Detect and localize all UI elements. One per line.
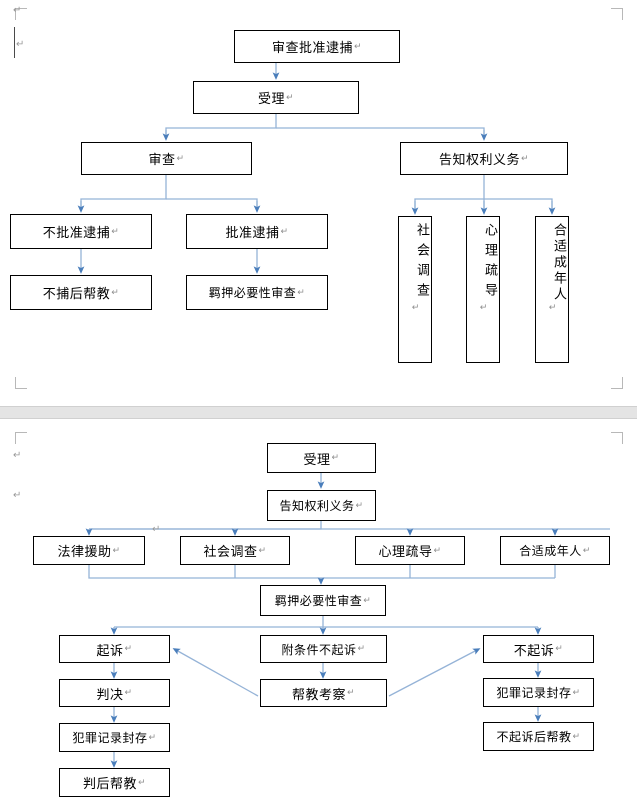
flow-node-jiyabiyaoxingshencha[interactable]: 羁押必要性审查 ↵ <box>186 275 328 310</box>
flow-node-bubuhoubangjiao[interactable]: 不捕后帮教 ↵ <box>10 275 152 310</box>
flow-node-heshichengnianren-p2[interactable]: 合适成年人 ↵ <box>500 536 610 565</box>
flow-node-shouli-p2[interactable]: 受理 ↵ <box>267 443 376 473</box>
paragraph-mark: ↵ <box>346 688 356 698</box>
document-page-1: ↵ ↵ 审查批准逮捕 ↵ 受理 ↵ 审查 ↵ 告知权利义务 ↵ 不批准逮捕 ↵ … <box>10 5 623 389</box>
node-label: 合适成年人 <box>551 223 566 303</box>
node-label: 社会调查 <box>414 223 429 303</box>
node-label: 羁押必要性审查 <box>208 286 297 300</box>
paragraph-mark: ↵ <box>520 153 530 164</box>
node-label: 帮教考察 <box>291 687 346 703</box>
paragraph-mark: ↵ <box>555 644 564 654</box>
flow-node-shehuidiaocha-p2[interactable]: 社会调查 ↵ <box>180 536 290 565</box>
flow-node-shouli[interactable]: 受理 ↵ <box>193 81 359 114</box>
node-label: 不起诉后帮教 <box>496 730 572 744</box>
flow-node-fanzuijilufengcun-left[interactable]: 犯罪记录封存 ↵ <box>59 723 170 752</box>
flow-node-fanzuijilufengcun-right[interactable]: 犯罪记录封存 ↵ <box>483 678 594 707</box>
paragraph-mark: ↵ <box>363 595 372 606</box>
crop-mark-top-left <box>15 8 27 20</box>
flow-node-panjue[interactable]: 判决 ↵ <box>59 679 170 707</box>
paragraph-mark: ↵ <box>13 490 22 501</box>
flow-node-heshichengnianren-vertical[interactable]: 合适成年人 ↵ <box>535 216 569 363</box>
node-label: 受理 <box>303 452 331 468</box>
paragraph-mark: ↵ <box>13 5 22 16</box>
node-label: 审查批准逮捕 <box>271 41 353 56</box>
node-label: 心理疏导 <box>482 223 497 303</box>
flow-node-xinlishudao-p2[interactable]: 心理疏导 ↵ <box>355 536 465 565</box>
node-label: 判决 <box>96 687 124 703</box>
paragraph-mark: ↵ <box>152 524 161 535</box>
flow-node-shehuidiaocha-vertical[interactable]: 社会调查 ↵ <box>398 216 432 363</box>
node-label: 起诉 <box>96 643 124 659</box>
node-label: 判后帮教 <box>82 777 137 792</box>
node-label: 不捕后帮教 <box>42 287 111 302</box>
node-label: 犯罪记录封存 <box>496 686 572 700</box>
paragraph-mark: ↵ <box>478 303 489 313</box>
paragraph-mark: ↵ <box>357 644 366 654</box>
paragraph-mark: ↵ <box>124 644 133 654</box>
paragraph-mark: ↵ <box>572 731 581 742</box>
flow-node-shencha[interactable]: 审查 ↵ <box>81 142 252 175</box>
flow-node-gaozhiquanliyiwu[interactable]: 告知权利义务 ↵ <box>400 142 568 175</box>
page-break-separator <box>0 406 637 419</box>
flow-node-buqisuhoubangjiao[interactable]: 不起诉后帮教 ↵ <box>483 722 594 751</box>
flow-node-bupizhundaibu[interactable]: 不批准逮捕 ↵ <box>10 214 152 249</box>
node-label: 犯罪记录封存 <box>72 731 148 745</box>
node-label: 告知权利义务 <box>438 153 520 168</box>
node-label: 不批准逮捕 <box>42 226 111 241</box>
crop-mark-bottom-right <box>611 377 623 389</box>
flow-node-falvyuanzhu[interactable]: 法律援助 ↵ <box>33 536 145 565</box>
paragraph-mark: ↵ <box>331 453 340 463</box>
paragraph-mark: ↵ <box>285 92 295 103</box>
flow-node-futiaojianbuqisu[interactable]: 附条件不起诉 ↵ <box>260 635 387 663</box>
flow-node-gaozhiquanliyiwu-p2[interactable]: 告知权利义务 ↵ <box>267 490 376 521</box>
node-label: 社会调查 <box>203 545 258 560</box>
paragraph-mark: ↵ <box>258 545 267 556</box>
flow-node-xinlishudao-vertical[interactable]: 心理疏导 ↵ <box>466 216 500 363</box>
crop-mark-bottom-left <box>15 377 27 389</box>
crop-mark-top-right <box>611 432 623 444</box>
flow-node-shenchapizhundaibu[interactable]: 审查批准逮捕 ↵ <box>234 30 400 63</box>
paragraph-mark: ↵ <box>355 500 364 511</box>
node-label: 附条件不起诉 <box>281 642 357 657</box>
node-label: 心理疏导 <box>378 545 433 560</box>
flow-node-panhoubangjiao[interactable]: 判后帮教 ↵ <box>59 768 170 797</box>
flow-node-buqisu[interactable]: 不起诉 ↵ <box>483 635 594 663</box>
node-label: 羁押必要性审查 <box>274 594 363 608</box>
crop-mark-top-right <box>611 8 623 20</box>
paragraph-mark: ↵ <box>112 545 121 556</box>
flow-node-jiyabiyaoxingshencha-p2[interactable]: 羁押必要性审查 ↵ <box>260 585 386 616</box>
node-label: 告知权利义务 <box>279 499 355 513</box>
document-page-2: ↵ ↵ ↵ 受理 ↵ 告知权利义务 ↵ 法律援助 ↵ 社会调查 ↵ 心理疏导 ↵… <box>0 419 637 805</box>
paragraph-mark: ↵ <box>353 41 363 52</box>
paragraph-mark: ↵ <box>582 545 591 556</box>
paragraph-mark: ↵ <box>137 777 147 788</box>
paragraph-mark: ↵ <box>148 732 157 743</box>
flow-node-pizhundaibu[interactable]: 批准逮捕 ↵ <box>186 214 328 249</box>
paragraph-mark: ↵ <box>297 287 306 298</box>
paragraph-mark: ↵ <box>111 287 120 298</box>
paragraph-mark: ↵ <box>410 303 421 313</box>
paragraph-mark: ↵ <box>111 226 120 237</box>
paragraph-mark: ↵ <box>16 39 25 50</box>
flow-node-bangjiaokaocha[interactable]: 帮教考察 ↵ <box>260 679 387 707</box>
paragraph-mark: ↵ <box>280 226 289 237</box>
paragraph-mark: ↵ <box>124 688 133 698</box>
crop-mark-top-left <box>15 432 27 444</box>
node-label: 受理 <box>257 92 285 107</box>
paragraph-mark: ↵ <box>13 450 22 461</box>
node-label: 合适成年人 <box>519 544 582 558</box>
paragraph-mark: ↵ <box>547 303 558 313</box>
paragraph-mark: ↵ <box>433 545 442 556</box>
paragraph-mark: ↵ <box>572 687 581 698</box>
node-label: 不起诉 <box>513 643 555 659</box>
flow-node-qisu[interactable]: 起诉 ↵ <box>59 635 170 663</box>
node-label: 审查 <box>148 153 176 168</box>
node-label: 法律援助 <box>57 545 112 560</box>
node-label: 批准逮捕 <box>225 226 280 241</box>
text-caret <box>14 27 15 58</box>
paragraph-mark: ↵ <box>176 153 185 164</box>
